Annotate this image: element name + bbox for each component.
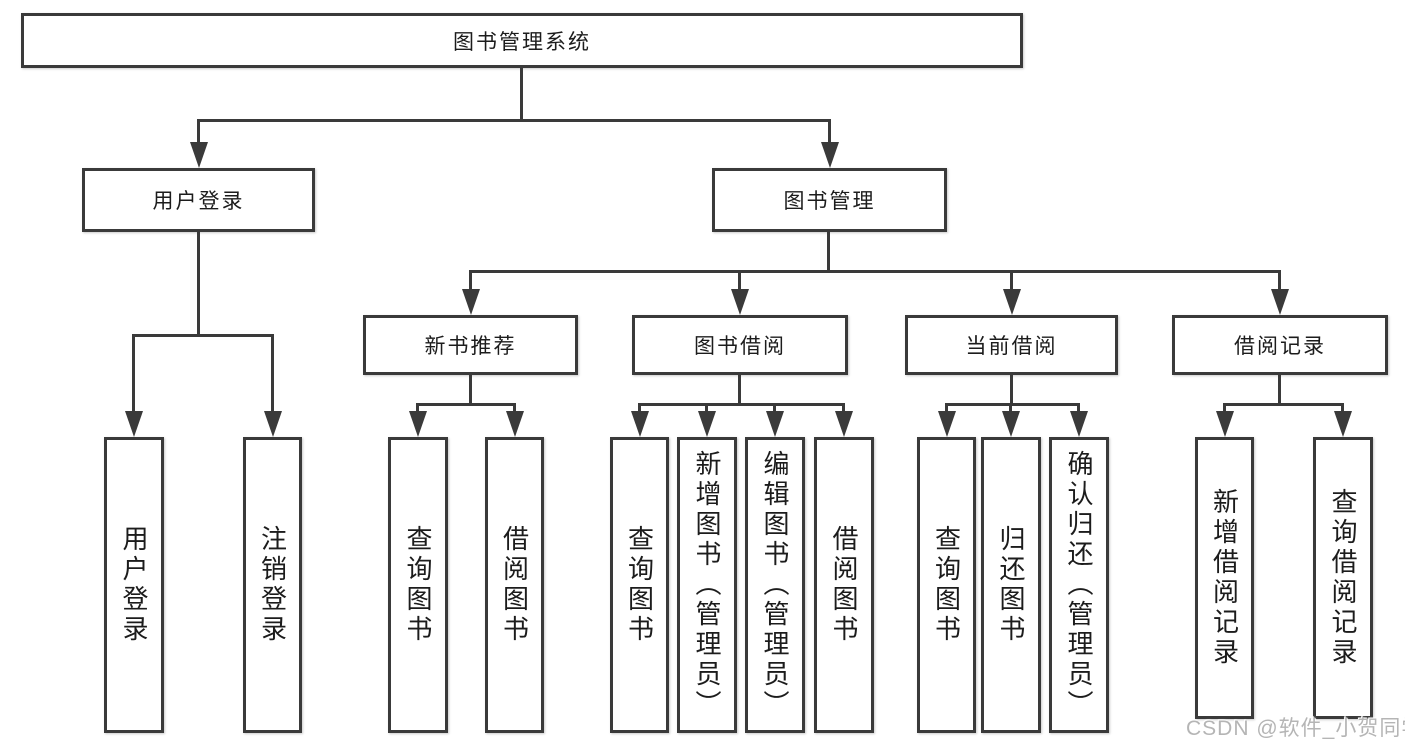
leaf-records-query-record: 查询借阅记录 (1313, 437, 1373, 719)
connector-line (132, 334, 135, 414)
node-user-login: 用户登录 (82, 168, 315, 232)
leaf-borrowing-query-books: 查询图书 (610, 437, 669, 733)
connector-line (197, 232, 200, 336)
leaf-user-login: 用户登录 (104, 437, 164, 733)
arrowhead-down-icon (409, 411, 427, 437)
leaf-current-return-books: 归还图书 (981, 437, 1041, 733)
node-book-borrowing: 图书借阅 (632, 315, 848, 375)
node-label: 新书推荐 (424, 335, 517, 358)
connector-line (945, 403, 1080, 406)
leaf-label: 借阅图书 (829, 525, 859, 645)
connector-line (469, 270, 1281, 273)
connector-line (1009, 403, 1012, 415)
arrowhead-down-icon (1271, 289, 1289, 315)
leaf-label: 编辑图书（管理员） (760, 450, 790, 720)
connector-line (197, 119, 831, 122)
arrowhead-down-icon (938, 411, 956, 437)
leaf-borrowing-edit-books-admin: 编辑图书（管理员） (745, 437, 805, 733)
arrowhead-down-icon (631, 411, 649, 437)
leaf-label: 查询借阅记录 (1328, 488, 1358, 668)
connector-line (416, 403, 516, 406)
leaf-label: 用户登录 (119, 525, 149, 645)
arrowhead-down-icon (1334, 411, 1352, 437)
leaf-label: 借阅图书 (499, 525, 530, 645)
node-borrowing-records: 借阅记录 (1172, 315, 1388, 375)
connector-line (1341, 403, 1344, 415)
arrowhead-down-icon (1070, 411, 1088, 437)
arrowhead-down-icon (264, 411, 282, 437)
connector-line (469, 270, 472, 292)
node-label: 用户登录 (152, 190, 245, 213)
leaf-label: 注销登录 (257, 525, 288, 645)
connector-line (197, 119, 200, 145)
connector-line (416, 403, 419, 415)
connector-line (1278, 375, 1281, 406)
arrowhead-down-icon (698, 411, 716, 437)
leaf-label: 查询图书 (931, 525, 962, 645)
connector-line (1010, 270, 1013, 292)
arrowhead-down-icon (835, 411, 853, 437)
node-new-book-recommend: 新书推荐 (363, 315, 578, 375)
watermark: CSDN @软件_小贺同学 (1186, 717, 1405, 740)
leaf-borrowing-borrow-books: 借阅图书 (814, 437, 874, 733)
connector-line (1223, 403, 1344, 406)
connector-line (469, 375, 472, 406)
arrowhead-down-icon (766, 411, 784, 437)
connector-line (638, 403, 845, 406)
connector-line (1223, 403, 1226, 415)
arrowhead-down-icon (1003, 289, 1021, 315)
arrowhead-down-icon (125, 411, 143, 437)
leaf-label: 归还图书 (996, 525, 1026, 645)
connector-line (738, 375, 741, 406)
node-label: 图书借阅 (694, 335, 786, 358)
connector-line (132, 334, 274, 337)
leaf-label: 查询图书 (624, 525, 655, 645)
connector-line (271, 334, 274, 414)
connector-line (828, 119, 831, 145)
arrowhead-down-icon (462, 289, 480, 315)
node-label: 借阅记录 (1234, 335, 1326, 358)
connector-line (513, 403, 516, 415)
arrowhead-down-icon (1002, 411, 1020, 437)
leaf-borrowing-add-books-admin: 新增图书（管理员） (677, 437, 737, 733)
connector-line (638, 403, 641, 415)
connector-line (738, 270, 741, 292)
arrowhead-down-icon (821, 142, 839, 168)
connector-line (827, 232, 830, 273)
node-label: 当前借阅 (965, 335, 1058, 358)
connector-line (520, 68, 523, 121)
connector-line (773, 403, 776, 415)
leaf-current-query-books: 查询图书 (917, 437, 976, 733)
connector-line (705, 403, 708, 415)
connector-line (1010, 375, 1013, 406)
leaf-label: 新增借阅记录 (1209, 488, 1240, 668)
connector-line (1278, 270, 1281, 292)
arrowhead-down-icon (190, 142, 208, 168)
leaf-logout: 注销登录 (243, 437, 302, 733)
node-label: 图书管理系统 (453, 30, 591, 54)
leaf-recommend-query-books: 查询图书 (388, 437, 448, 733)
connector-line (842, 403, 845, 415)
connector-line (945, 403, 948, 415)
arrowhead-down-icon (731, 289, 749, 315)
leaf-label: 新增图书（管理员） (692, 450, 722, 720)
leaf-current-confirm-return-admin: 确认归还（管理员） (1049, 437, 1109, 733)
leaf-records-add-record: 新增借阅记录 (1195, 437, 1254, 719)
node-book-management: 图书管理 (712, 168, 947, 232)
leaf-label: 查询图书 (403, 525, 433, 645)
node-library-system: 图书管理系统 (21, 13, 1023, 68)
node-label: 图书管理 (783, 190, 876, 213)
arrowhead-down-icon (506, 411, 524, 437)
leaf-label: 确认归还（管理员） (1064, 450, 1094, 720)
node-current-borrowing: 当前借阅 (905, 315, 1118, 375)
arrowhead-down-icon (1216, 411, 1234, 437)
connector-line (1077, 403, 1080, 415)
leaf-recommend-borrow-books: 借阅图书 (485, 437, 544, 733)
